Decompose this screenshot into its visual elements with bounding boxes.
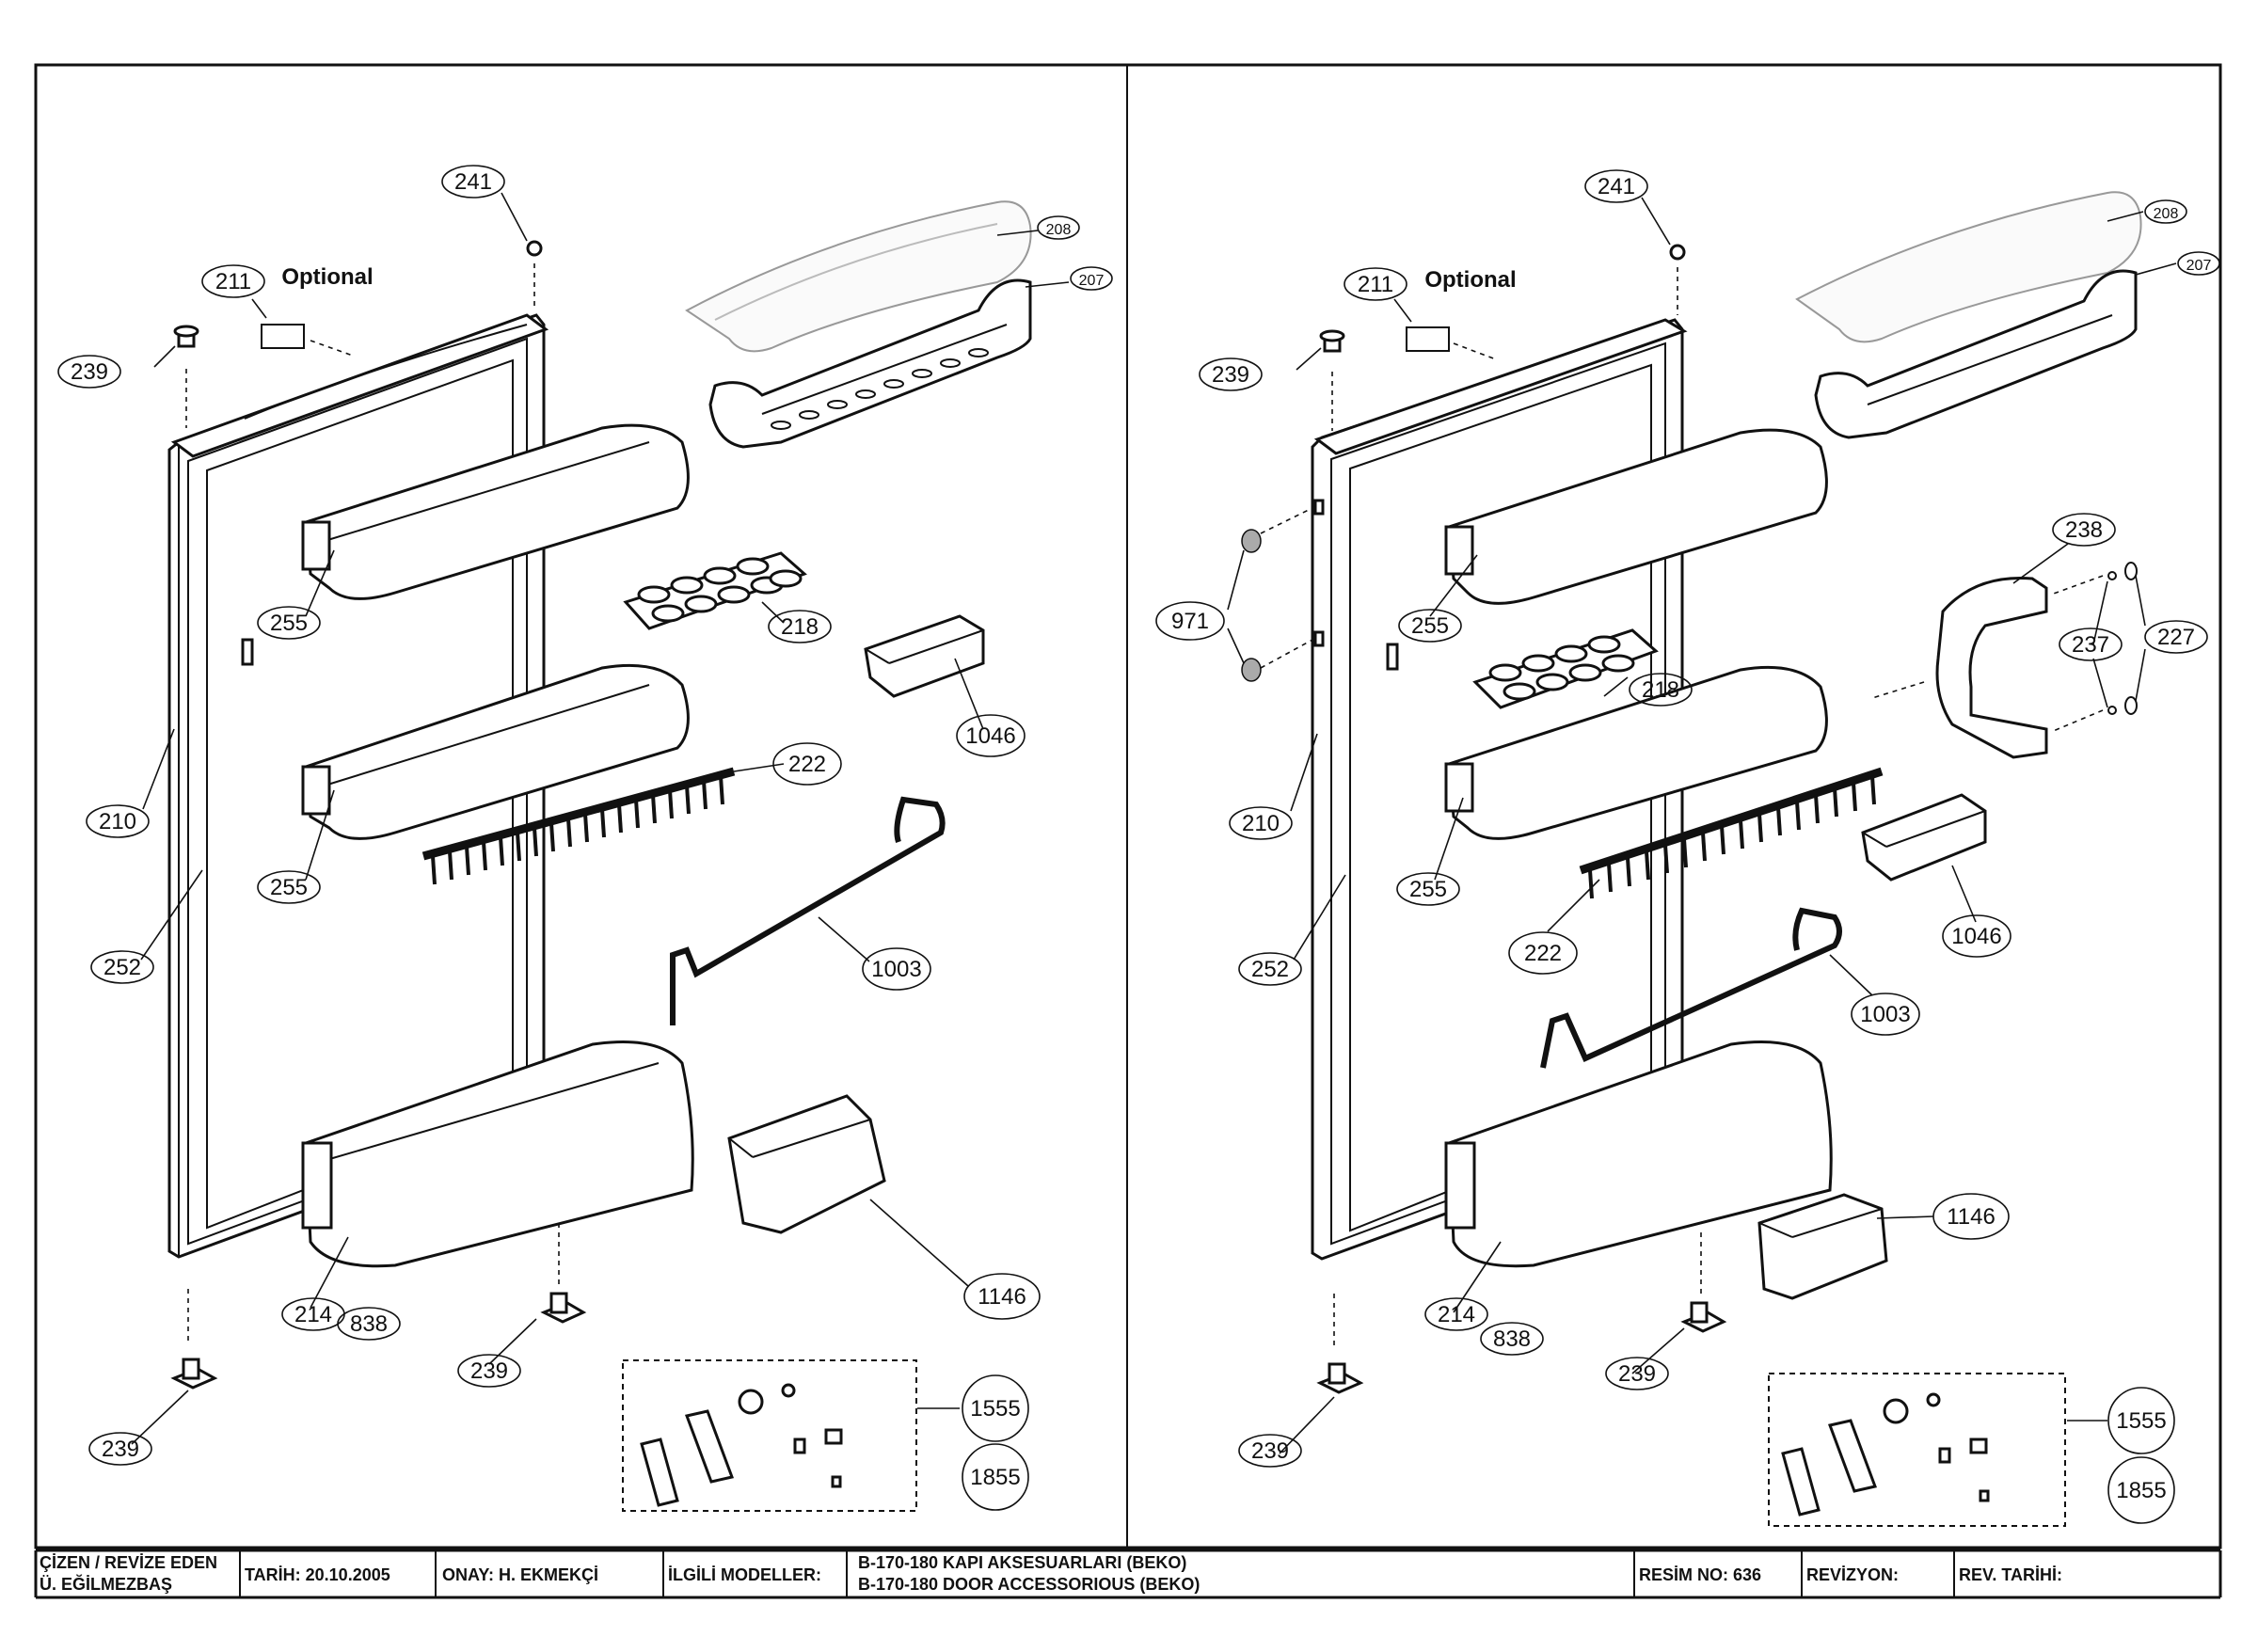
drawn-by-name: Ü. EĞİLMEZBAŞ — [40, 1574, 172, 1594]
left-panel: 241 211 Optional 239 208 207 255 218 104… — [57, 165, 1113, 1512]
hinge-pin-241 — [526, 240, 543, 257]
models-line1: B-170-180 KAPI AKSESUARLARI (BEKO) — [858, 1553, 1186, 1572]
door-shelf-255-upper-right — [1444, 428, 1828, 605]
drawing-no: RESİM NO: 636 — [1639, 1565, 1761, 1584]
top-shelf-207 — [708, 278, 1032, 449]
callout-207: 207 — [1079, 273, 1105, 289]
egg-tray-218 — [623, 551, 807, 630]
revision-date: REV. TARİHİ: — [1959, 1565, 2062, 1584]
approval: ONAY: H. EKMEKÇİ — [442, 1565, 598, 1584]
callout-1855: 1855 — [970, 1465, 1020, 1490]
callout-1046: 1046 — [965, 723, 1015, 749]
drawn-by-label: ÇİZEN / REVİZE EDEN — [40, 1553, 217, 1572]
callout-255-middle: 255 — [270, 875, 308, 900]
screws-237 — [2107, 571, 2117, 715]
hinge-239-bottom-left — [170, 1358, 218, 1390]
callout-239-mid: 239 — [470, 1358, 508, 1384]
callout-222-r: 222 — [1524, 941, 1562, 966]
callout-1046-r: 1046 — [1951, 924, 2001, 949]
hardware-kit-1555-right — [1768, 1373, 2066, 1527]
hinge-pin-241-right — [1669, 244, 1686, 261]
callout-1003: 1003 — [871, 957, 921, 982]
title-block: ÇİZEN / REVİZE EDEN Ü. EĞİLMEZBAŞ TARİH:… — [34, 1549, 2222, 1599]
hinge-239-bottom-mid — [540, 1292, 587, 1324]
callout-838: 838 — [350, 1311, 388, 1337]
callout-239-mid-r: 239 — [1618, 1361, 1656, 1387]
bottle-retainer-222 — [421, 767, 736, 885]
callout-222: 222 — [788, 752, 826, 777]
cover-1046 — [864, 614, 985, 698]
bottom-bin-214-right — [1444, 1040, 1833, 1268]
label-plate-211 — [261, 324, 305, 349]
callout-255-upper-r: 255 — [1411, 613, 1449, 639]
revision: REVİZYON: — [1806, 1565, 1899, 1584]
hinge-239-bottom-left-right — [1316, 1362, 1364, 1394]
callout-241-r: 241 — [1598, 174, 1635, 199]
callout-210-r: 210 — [1242, 811, 1280, 836]
callout-239-top: 239 — [71, 359, 108, 385]
hinge-pin-239-top — [173, 325, 199, 348]
bottle-retainer-222-right — [1579, 767, 1884, 899]
cover-1146-right — [1757, 1193, 1888, 1300]
door-shelf-255-upper — [301, 423, 690, 600]
callout-838-r: 838 — [1493, 1326, 1531, 1352]
callout-214: 214 — [294, 1302, 332, 1327]
callout-255-middle-r: 255 — [1409, 877, 1447, 902]
top-shelf-207-right — [1814, 269, 2138, 439]
callout-239-bottom-r: 239 — [1251, 1438, 1289, 1464]
callout-1855-r: 1855 — [2116, 1478, 2166, 1503]
callout-218-r: 218 — [1642, 677, 1679, 703]
callouts-left: 241 211 Optional 239 208 207 255 218 104… — [57, 165, 1113, 1511]
cover-1146 — [727, 1094, 886, 1234]
callout-208-r: 208 — [2154, 206, 2179, 222]
hardware-kit-1555 — [622, 1359, 917, 1512]
callout-1003-r: 1003 — [1860, 1002, 1910, 1027]
callout-252-r: 252 — [1251, 957, 1289, 982]
hinge-239-bottom-mid-right — [1680, 1301, 1727, 1333]
callouts-right: 241 211 Optional 239 208 207 971 255 238… — [1155, 169, 2220, 1524]
callout-218: 218 — [781, 614, 819, 640]
wire-guard-1003 — [670, 796, 946, 1025]
callout-211-r: 211 — [1358, 272, 1393, 297]
callout-227: 227 — [2157, 625, 2195, 650]
bottle-shelf-cover-208-right — [1795, 191, 2142, 343]
callout-1146-r: 1146 — [1947, 1204, 1996, 1230]
hinge-pin-239-top-right — [1319, 329, 1345, 353]
handle-238 — [1935, 576, 2048, 759]
door-shelf-255-middle — [301, 663, 690, 840]
callout-252: 252 — [103, 955, 141, 980]
optional-note: Optional — [281, 264, 373, 290]
callout-1146: 1146 — [978, 1284, 1026, 1310]
label-plate-211-right — [1406, 326, 1450, 352]
callout-241: 241 — [454, 169, 492, 195]
callout-238: 238 — [2065, 517, 2103, 543]
right-panel: 241 211 Optional 239 208 207 971 255 238… — [1155, 169, 2220, 1527]
models-line2: B-170-180 DOOR ACCESSORIOUS (BEKO) — [858, 1575, 1200, 1594]
callout-255-upper: 255 — [270, 611, 308, 636]
callout-1555: 1555 — [970, 1396, 1020, 1422]
callout-210: 210 — [99, 809, 136, 834]
callout-237: 237 — [2072, 632, 2109, 658]
callout-971: 971 — [1171, 609, 1209, 634]
callout-211: 211 — [215, 269, 251, 294]
callout-239-bottom: 239 — [102, 1437, 139, 1462]
egg-tray-218-right — [1472, 628, 1659, 709]
callout-207-r: 207 — [2186, 258, 2212, 274]
callout-239-top-r: 239 — [1212, 362, 1249, 388]
date: TARİH: 20.10.2005 — [245, 1565, 390, 1584]
models-label: İLGİLİ MODELLER: — [668, 1565, 821, 1584]
washers-227 — [2124, 562, 2138, 715]
callout-214-r: 214 — [1438, 1302, 1475, 1327]
grommets-971 — [1241, 529, 1262, 682]
optional-note-r: Optional — [1424, 267, 1516, 293]
cover-1046-right — [1861, 793, 1987, 882]
bottle-shelf-cover-208 — [685, 200, 1032, 353]
callout-208: 208 — [1046, 222, 1072, 238]
wire-guard-1003-right — [1540, 907, 1842, 1069]
callout-1555-r: 1555 — [2116, 1408, 2166, 1434]
bottom-bin-214 — [301, 1040, 694, 1268]
